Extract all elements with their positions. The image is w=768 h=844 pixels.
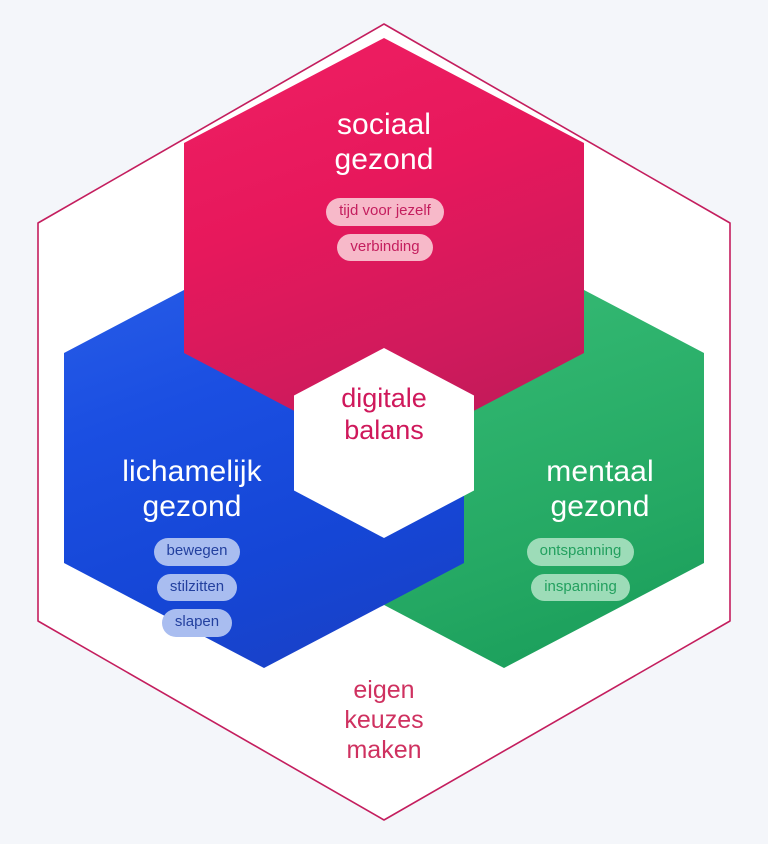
pill-inspanning[interactable]: inspanning [531, 573, 630, 601]
pill-slapen[interactable]: slapen [161, 609, 233, 637]
pill-stilzitten[interactable]: stilzitten [156, 573, 238, 601]
pill-bewegen[interactable]: bewegen [153, 538, 241, 566]
pill-group-sociaal: tijd voor jezelf verbinding [300, 198, 470, 261]
pill-verbinding[interactable]: verbinding [337, 233, 433, 261]
pill-group-lichamelijk: bewegen stilzitten slapen [132, 538, 262, 637]
pill-group-mentaal: ontspanning inspanning [508, 538, 653, 601]
pill-ontspanning[interactable]: ontspanning [526, 538, 635, 566]
pill-tijd-voor-jezelf[interactable]: tijd voor jezelf [326, 198, 444, 226]
